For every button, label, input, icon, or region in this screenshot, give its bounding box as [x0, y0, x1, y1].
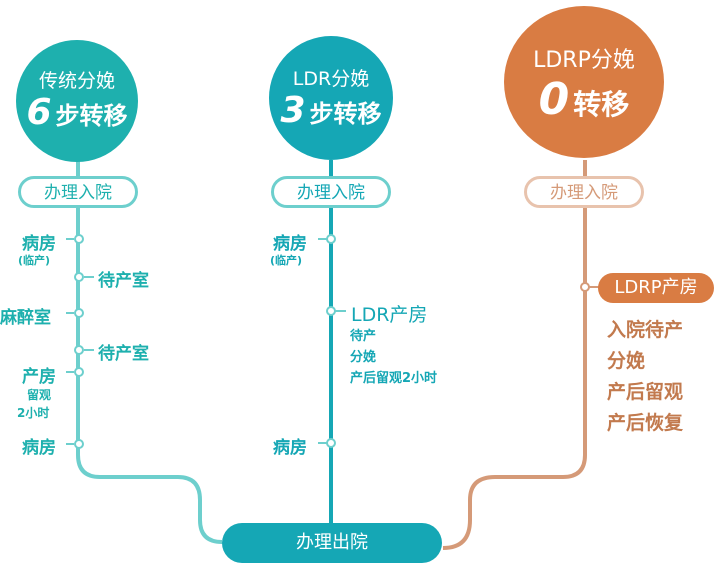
- traditional-title: 传统分娩: [38, 70, 115, 92]
- traditional-stop-label: 麻醉室: [0, 308, 51, 328]
- traditional-count: 6: [26, 92, 52, 133]
- traditional-count-suffix: 步转移: [55, 102, 128, 130]
- stop-dot: [580, 282, 590, 292]
- traditional-admit-badge: 办理入院: [18, 176, 138, 208]
- traditional-stop-label: 病房: [22, 438, 56, 458]
- stop-dot: [74, 439, 84, 449]
- ldrp-stop-detail: 分娩: [607, 350, 646, 372]
- ldr-stop-detail: 分娩: [350, 350, 377, 365]
- ldr-stop-label: 病房: [273, 438, 307, 458]
- traditional-stop-note: 2小时: [17, 406, 50, 420]
- traditional-stop-label: 产房: [22, 367, 56, 387]
- ldr-stop-label: LDR产房: [351, 304, 428, 326]
- ldr-title: LDR分娩: [292, 68, 370, 90]
- ldr-count: 3: [280, 90, 306, 131]
- traditional-path: [76, 160, 223, 544]
- ldr-stop-detail: 待产: [350, 329, 377, 344]
- ldrp-title: LDRP分娩: [533, 48, 635, 73]
- traditional-stop-label: 待产室: [98, 344, 149, 364]
- stop-dot: [326, 438, 336, 448]
- stop-dot: [74, 234, 84, 244]
- stop-dot: [74, 367, 84, 377]
- traditional-stop-label: 待产室: [98, 271, 149, 291]
- ldr-admit-badge: 办理入院: [271, 176, 391, 208]
- traditional-stop-label: 病房: [22, 234, 56, 254]
- ldrp-count: 0: [538, 74, 570, 125]
- discharge-badge: 办理出院: [222, 523, 442, 563]
- stop-dot: [74, 345, 84, 355]
- ldrp-admit-badge: 办理入院: [524, 176, 644, 208]
- stop-dot: [74, 308, 84, 318]
- ldrp-count-suffix: 转移: [573, 88, 630, 121]
- ldr-stop-label: 病房: [273, 234, 307, 254]
- traditional-stop-markers: [66, 234, 94, 449]
- ldr-stop-note: (临产): [270, 254, 303, 267]
- traditional-stop-note: 留观: [27, 388, 52, 402]
- ldrp-stop-detail: 入院待产: [607, 319, 684, 341]
- traditional-stop-note: (临产): [18, 254, 51, 267]
- ldr-stop-detail: 产后留观2小时: [350, 371, 438, 386]
- ldr-count-suffix: 步转移: [309, 100, 382, 128]
- stop-dot: [326, 306, 336, 316]
- stop-dot: [326, 234, 336, 244]
- ldrp-path: [442, 160, 587, 550]
- ldrp-stop-detail: 产后留观: [607, 381, 684, 403]
- ldrp-room-badge: LDRP产房: [598, 273, 714, 303]
- ldr-stop-markers: [318, 234, 346, 448]
- stop-dot: [74, 272, 84, 282]
- ldrp-stop-detail: 产后恢复: [607, 412, 684, 434]
